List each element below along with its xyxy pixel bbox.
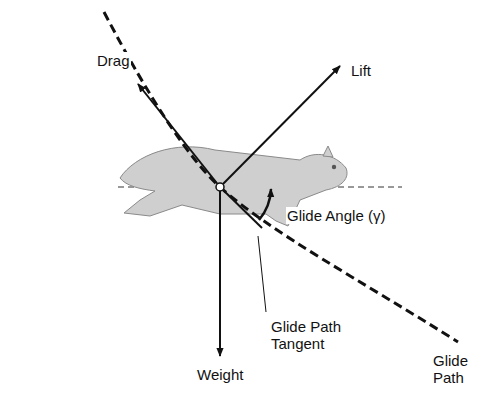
leader-line	[258, 236, 266, 312]
force-label: Lift	[350, 62, 372, 79]
glide-path-tangent	[220, 187, 262, 228]
tangent-label: Glide Path Tangent	[270, 318, 356, 352]
path-label: Glide Path	[432, 352, 486, 386]
center-of-mass	[216, 183, 224, 191]
force-label: Drag	[96, 52, 131, 69]
weight-vector	[219, 187, 221, 356]
lift-vector	[220, 66, 340, 187]
angle-label: Glide Angle (γ)	[286, 207, 386, 224]
force-label: Weight	[196, 366, 244, 383]
glide-path	[104, 12, 458, 342]
drag-vector	[138, 84, 220, 187]
glide-angle-arc	[259, 189, 271, 220]
